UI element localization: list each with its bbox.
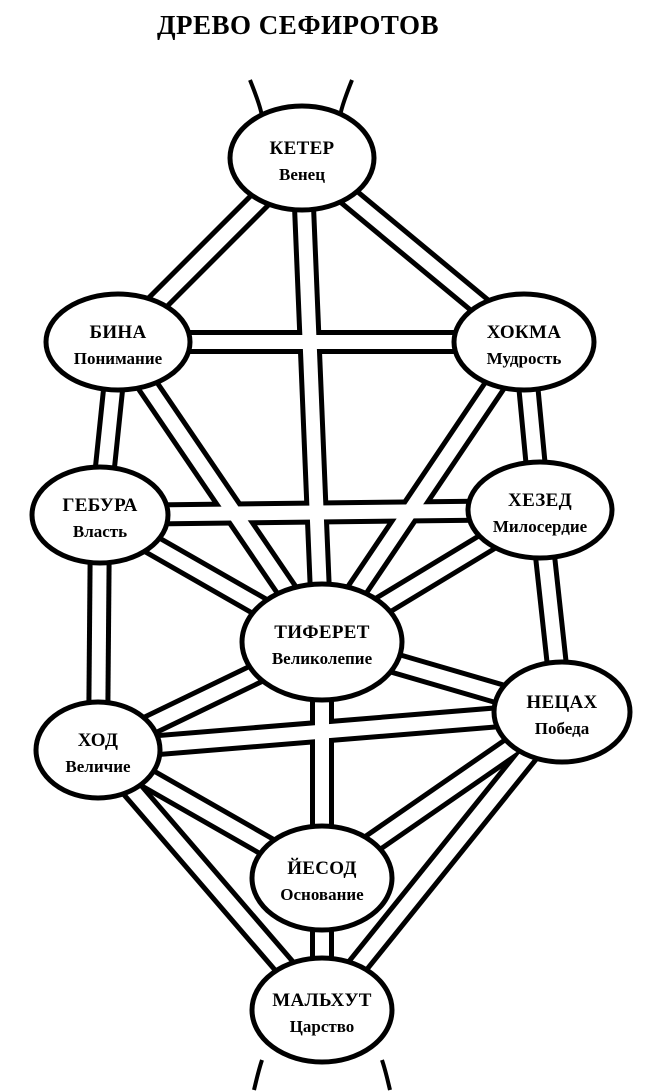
sephira-meaning: Милосердие: [493, 517, 588, 536]
sephira-chesed: ХЕЗЕД Милосердие: [465, 459, 615, 561]
sephira-chokmah: ХОКМА Мудрость: [451, 291, 597, 393]
sephira-netzach: НЕЦАХ Победа: [491, 659, 633, 765]
sephira-geburah: ГЕБУРА Власть: [29, 464, 171, 566]
sephira-name: ТИФЕРЕТ: [274, 622, 370, 643]
sephira-meaning: Победа: [535, 719, 590, 738]
sephira-meaning: Мудрость: [487, 349, 562, 368]
sephira-keter: КЕТЕР Венец: [227, 103, 377, 213]
sephira-shape: [465, 459, 615, 561]
sephira-malkuth: МАЛЬХУТ Царство: [249, 955, 395, 1065]
sephira-shape: [491, 659, 633, 765]
sephira-name: ГЕБУРА: [62, 495, 137, 516]
sephira-binah: БИНА Понимание: [43, 291, 193, 393]
sephira-shape: [33, 699, 163, 801]
sephira-shape: [249, 823, 395, 933]
sephira-name: ХЕЗЕД: [508, 490, 572, 511]
sephira-name: БИНА: [89, 322, 146, 343]
sephira-name: ХОКМА: [487, 322, 561, 343]
sephira-name: ЙЕСОД: [287, 857, 357, 879]
malkuth-stem-left: [252, 1059, 264, 1091]
path-inner-keter-tiferet: [295, 157, 329, 643]
sephira-meaning: Великолепие: [272, 649, 373, 668]
sephira-name: КЕТЕР: [270, 138, 335, 159]
sephira-meaning: Власть: [73, 522, 127, 541]
sephira-shape: [227, 103, 377, 213]
path-inner-hod-netzach: [97, 705, 563, 757]
sephira-hod: ХОД Величие: [33, 699, 163, 801]
sephira-meaning: Понимание: [74, 349, 163, 368]
keter-stem-left: [248, 79, 264, 119]
path-inner-netzach-malkuth: [316, 707, 568, 1015]
sephira-shape: [43, 291, 193, 393]
sephira-shape: [29, 464, 171, 566]
sephira-meaning: Основание: [280, 885, 364, 904]
malkuth-stem-right: [380, 1059, 392, 1091]
sephira-shape: [451, 291, 597, 393]
sephira-meaning: Величие: [65, 757, 131, 776]
page-title: ДРЕВО СЕФИРОТОВ: [156, 10, 440, 40]
sephira-name: НЕЦАХ: [526, 692, 597, 713]
sephira-meaning: Венец: [279, 165, 325, 184]
sephira-tiferet: ТИФЕРЕТ Великолепие: [239, 581, 405, 703]
sephira-yesod: ЙЕСОД Основание: [249, 823, 395, 933]
sephira-name: ХОД: [78, 730, 119, 751]
sephira-shape: [249, 955, 395, 1065]
sephira-name: МАЛЬХУТ: [272, 990, 371, 1011]
sephira-shape: [239, 581, 405, 703]
sephira-meaning: Царство: [290, 1017, 355, 1036]
